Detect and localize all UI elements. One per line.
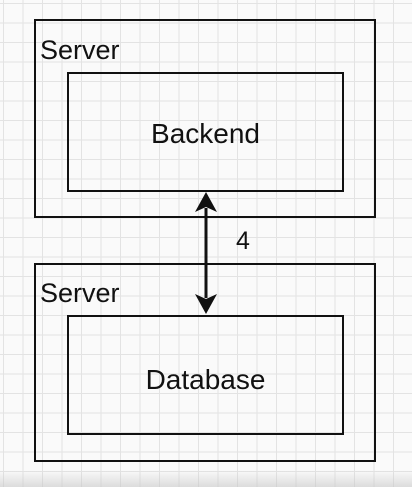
bottom-fade (0, 470, 412, 487)
server-label-bottom: Server (40, 278, 120, 308)
database-box[interactable] (67, 315, 344, 435)
server-label-top: Server (40, 35, 120, 65)
connection-label: 4 (236, 227, 250, 255)
backend-label: Backend (151, 118, 260, 149)
backend-box[interactable] (67, 72, 344, 192)
database-label: Database (145, 364, 266, 395)
